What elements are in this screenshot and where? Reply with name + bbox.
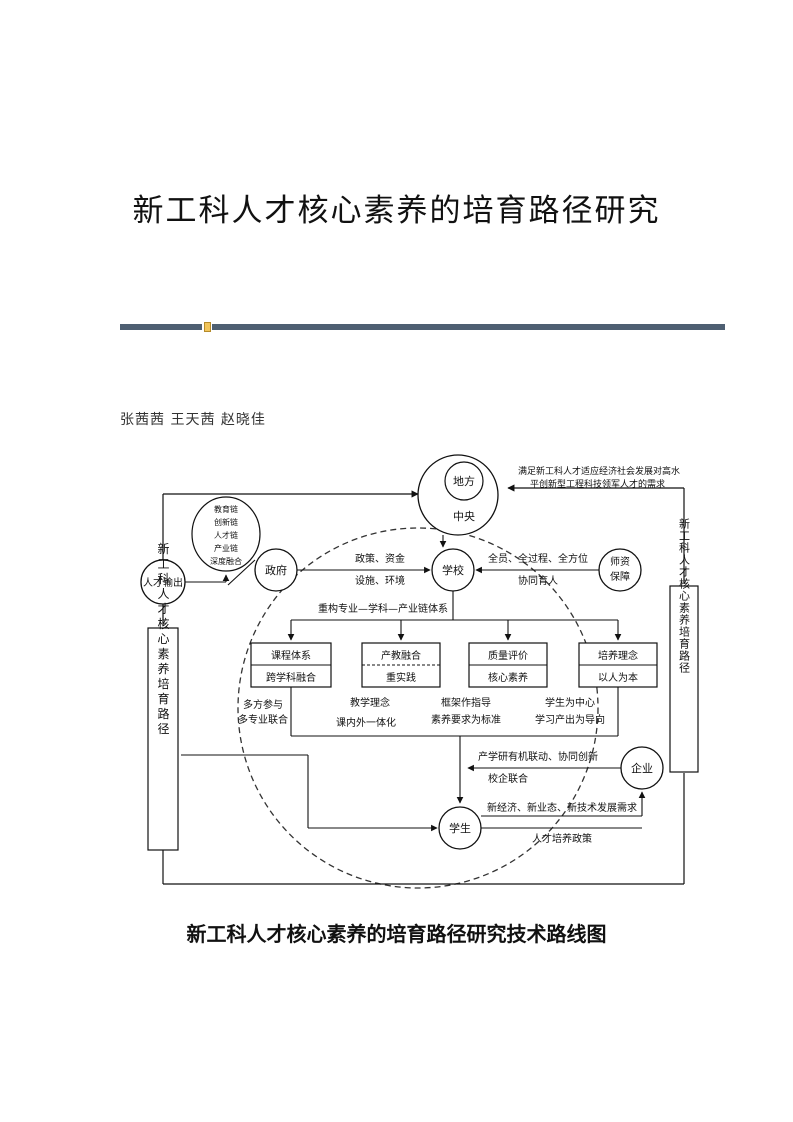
svg-text:培养理念: 培养理念 xyxy=(598,649,638,662)
box-training-concept: 培养理念 以人为本 xyxy=(578,642,658,688)
box-curriculum: 课程体系 跨学科融合 xyxy=(250,642,332,688)
svg-text:以人为本: 以人为本 xyxy=(598,671,638,684)
chain-items: 教育链 创新链 人才链 产业链 深度融合 xyxy=(210,504,242,566)
left-vertical-text: 新工科人才核心素养培育路径 xyxy=(156,541,170,737)
top-note-1: 满足新工科人才适应经济社会发展对高水 xyxy=(518,465,680,477)
restructure-label: 重构专业—学科—产业链体系 xyxy=(318,602,448,615)
new-economy-label: 新经济、新业态、新技术发展需求 xyxy=(487,801,637,814)
svg-text:跨学科融合: 跨学科融合 xyxy=(266,671,316,684)
svg-text:产教融合: 产教融合 xyxy=(381,649,421,662)
svg-text:课内外一体化: 课内外一体化 xyxy=(336,716,396,729)
industry-research-label: 产学研有机联动、协同创新 xyxy=(478,750,598,763)
talent-policy-label: 人才培养政策 xyxy=(532,832,592,845)
collab-education-label: 协同育人 xyxy=(518,574,558,587)
svg-text:学生为中心: 学生为中心 xyxy=(545,696,595,709)
authors: 张茜茜 王天茜 赵晓佳 xyxy=(120,412,266,428)
svg-text:素养要求为标准: 素养要求为标准 xyxy=(431,713,501,726)
box-notes: 多方参与 多专业联合 教学理念 课内外一体化 框架作指导 素养要求为标准 学生为… xyxy=(238,696,605,729)
facilities-environment: 设施、环境 xyxy=(355,574,405,587)
title-divider xyxy=(120,322,725,332)
faculty-circle xyxy=(598,548,642,592)
svg-text:多方参与: 多方参与 xyxy=(243,698,283,711)
faculty-label-1: 师资 xyxy=(610,555,630,568)
svg-text:学习产出为导向: 学习产出为导向 xyxy=(535,713,605,726)
svg-text:质量评价: 质量评价 xyxy=(488,650,528,662)
svg-text:核心素养: 核心素养 xyxy=(488,671,528,684)
school-enterprise-label: 校企联合 xyxy=(488,772,528,785)
svg-text:教学理念: 教学理念 xyxy=(350,696,390,709)
all-staff-label: 全员、全过程、全方位 xyxy=(488,552,588,565)
svg-text:产业链: 产业链 xyxy=(214,543,238,553)
svg-text:框架作指导: 框架作指导 xyxy=(441,696,491,709)
outer-dashed-circle xyxy=(237,527,599,889)
figure-caption: 新工科人才核心素养的培育路径研究技术路线图 xyxy=(186,922,607,946)
school-label: 学校 xyxy=(442,563,464,577)
technical-roadmap-figure: 地方 中央 满足新工科人才适应经济社会发展对高水 平创新型工程科技领军人才的需求… xyxy=(118,450,718,900)
enterprise-label: 企业 xyxy=(631,761,653,775)
policy-funding: 政策、资金 xyxy=(355,552,405,565)
box-industry-education: 产教融合 重实践 xyxy=(361,642,441,688)
svg-text:教育链: 教育链 xyxy=(214,504,238,514)
government-label: 政府 xyxy=(265,563,287,577)
page-title: 新工科人才核心素养的培育路径研究 xyxy=(132,193,661,229)
svg-text:深度融合: 深度融合 xyxy=(210,556,242,566)
right-vertical-text: 新工科人才核心素养培育路径 xyxy=(678,517,691,674)
svg-text:重实践: 重实践 xyxy=(386,671,416,684)
left-vertical-box xyxy=(147,627,179,851)
zhongyang-label: 中央 xyxy=(453,510,475,523)
student-label: 学生 xyxy=(449,821,471,835)
svg-text:人才链: 人才链 xyxy=(214,530,238,540)
chain-integration-oval xyxy=(191,496,261,572)
svg-text:创新链: 创新链 xyxy=(214,517,238,527)
svg-text:课程体系: 课程体系 xyxy=(271,650,311,662)
box-quality-evaluation: 质量评价 核心素养 xyxy=(468,642,548,688)
talent-output-label: 人才输出 xyxy=(143,576,183,589)
faculty-label-2: 保障 xyxy=(610,570,630,583)
svg-text:多专业联合: 多专业联合 xyxy=(238,713,288,726)
top-note-2: 平创新型工程科技领军人才的需求 xyxy=(530,478,665,490)
divider-ornament-icon xyxy=(204,322,211,332)
right-vertical-box xyxy=(669,585,699,773)
difang-label: 地方 xyxy=(453,474,475,488)
